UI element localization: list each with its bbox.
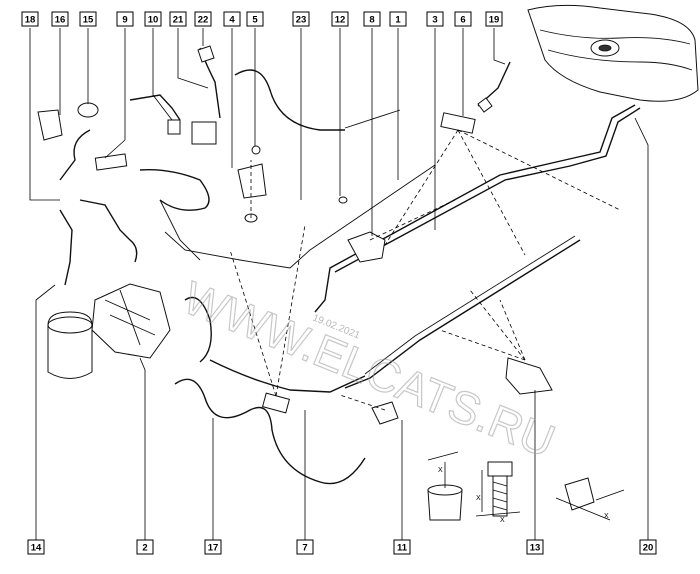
callout-19-label: 19 <box>489 15 500 26</box>
watermark-text: WWW.ELCATS.RU <box>176 271 562 467</box>
callout-8-label: 8 <box>369 15 374 26</box>
callout-8: 8 <box>363 11 381 27</box>
callout-9: 9 <box>116 11 134 27</box>
callout-23-label: 23 <box>296 15 307 26</box>
detail-fastener-2 <box>475 461 521 517</box>
dim-label-x: X <box>500 517 505 524</box>
callout-11: 11 <box>393 539 411 555</box>
callout-12-label: 12 <box>335 15 346 26</box>
callout-13-label: 13 <box>530 543 541 554</box>
callout-10-label: 10 <box>148 15 159 26</box>
callout-4: 4 <box>223 11 241 27</box>
callout-17: 17 <box>204 539 222 555</box>
callout-2: 2 <box>136 539 154 555</box>
callout-1-label: 1 <box>395 15 401 26</box>
callout-9-label: 9 <box>122 15 127 26</box>
callout-20-label: 20 <box>643 543 654 554</box>
callout-7-label: 7 <box>302 543 307 554</box>
detail-fastener-3 <box>555 477 625 521</box>
callout-22-label: 22 <box>198 15 209 26</box>
components <box>37 45 553 425</box>
dim-label-x: X <box>604 513 609 520</box>
callout-10: 10 <box>144 11 162 27</box>
callout-14: 14 <box>27 539 45 555</box>
callout-3-label: 3 <box>432 15 437 26</box>
callout-7: 7 <box>296 539 314 555</box>
leader-lines <box>29 28 649 540</box>
callout-11-label: 11 <box>397 543 408 554</box>
callout-12: 12 <box>331 11 349 27</box>
watermark: WWW.ELCATS.RU 19.02.2021 <box>176 270 563 467</box>
callout-21: 21 <box>169 11 187 27</box>
detail-fastener-1 <box>427 451 463 521</box>
callout-22: 22 <box>194 11 212 27</box>
callout-4-label: 4 <box>229 15 235 26</box>
callout-18-label: 18 <box>25 15 36 26</box>
callout-20: 20 <box>639 539 657 555</box>
callout-16: 16 <box>51 11 69 27</box>
fuel-tank <box>527 4 699 102</box>
callout-17-label: 17 <box>208 543 219 554</box>
callout-21-label: 21 <box>173 15 184 26</box>
callout-19: 19 <box>485 11 503 27</box>
callout-16-label: 16 <box>55 15 66 26</box>
guide-lines <box>229 129 621 411</box>
callout-18: 18 <box>21 11 39 27</box>
callout-15: 15 <box>79 11 97 27</box>
dim-label-x: X <box>438 467 443 474</box>
dimension-labels: X X X X <box>438 467 609 524</box>
callout-15-label: 15 <box>83 15 94 26</box>
callout-6-label: 6 <box>460 15 465 26</box>
dim-label-x: X <box>476 495 481 502</box>
callout-1: 1 <box>389 11 407 27</box>
callout-13: 13 <box>526 539 544 555</box>
callout-5-label: 5 <box>252 15 258 26</box>
callout-14-label: 14 <box>31 543 42 554</box>
fuel-lines <box>59 47 641 485</box>
callout-5: 5 <box>246 11 264 27</box>
callout-23: 23 <box>292 11 310 27</box>
callout-6: 6 <box>454 11 472 27</box>
callout-3: 3 <box>426 11 444 27</box>
callout-2-label: 2 <box>142 543 147 554</box>
